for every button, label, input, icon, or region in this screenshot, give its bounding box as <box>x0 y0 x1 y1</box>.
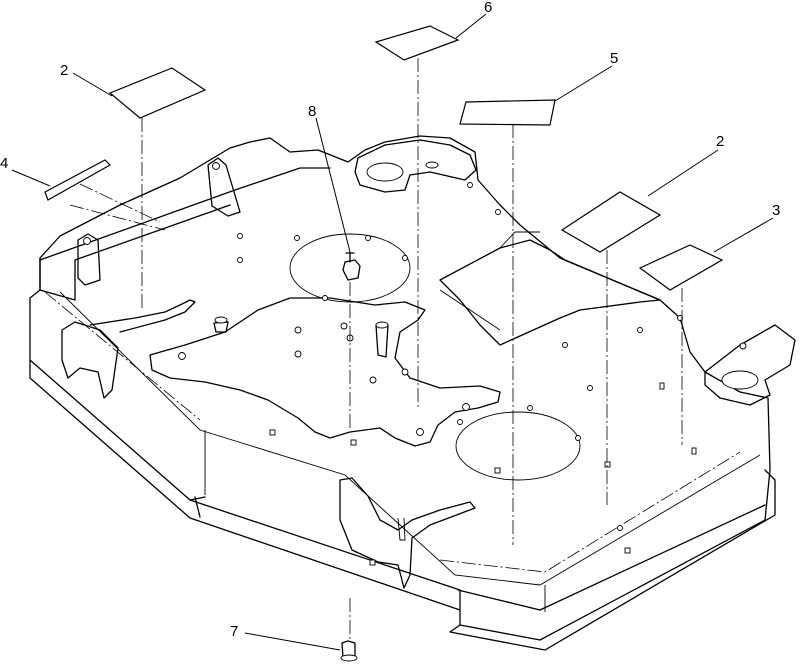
leader-lines <box>11 13 774 651</box>
deck-baffle <box>439 231 661 346</box>
decal-item-5 <box>459 99 556 126</box>
callout-6: 6 <box>484 0 492 16</box>
spindle-cover-plate <box>149 297 501 447</box>
callout-3: 3 <box>772 202 780 219</box>
decal-item-2-right <box>560 191 662 253</box>
rear-pivot-arm <box>354 139 477 193</box>
callout-4: 4 <box>0 155 8 172</box>
front-bracket <box>339 477 476 589</box>
bolt-item-7 <box>340 640 358 662</box>
spindle-openings <box>289 233 581 481</box>
callout-2-left: 2 <box>60 62 68 79</box>
callout-5: 5 <box>610 50 618 67</box>
spindle-nut <box>342 251 361 281</box>
deck-slots <box>237 182 697 566</box>
callout-7: 7 <box>230 623 238 640</box>
decal-item-6 <box>374 25 460 61</box>
mower-deck <box>29 135 776 651</box>
idler-post <box>213 316 389 358</box>
alignment-lines <box>79 58 683 640</box>
callout-2-right: 2 <box>716 133 724 150</box>
right-pivot-arm <box>704 324 796 406</box>
callout-8: 8 <box>308 103 316 120</box>
decal-item-4 <box>44 159 111 201</box>
left-mounting-bracket <box>61 157 241 399</box>
decal-item-2-left <box>108 67 207 119</box>
callout-labels: 2 6 5 4 8 2 3 7 <box>0 0 780 640</box>
decal-item-3 <box>638 244 724 291</box>
